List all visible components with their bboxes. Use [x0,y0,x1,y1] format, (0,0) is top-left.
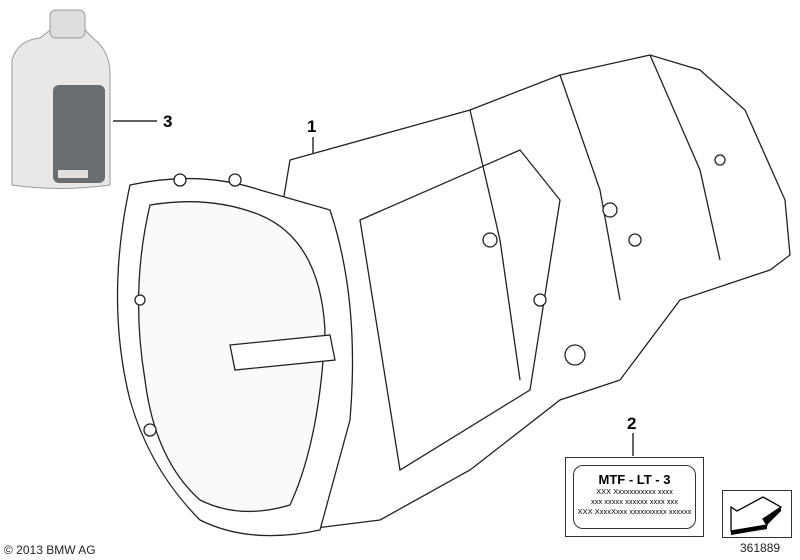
diagram-number: 361889 [740,541,781,555]
transmission [116,54,791,537]
label-line-2: xxx xxxxx xxxxxx xxxx xxx [590,497,679,506]
arrow-back-button[interactable] [722,490,792,538]
oil-bottle [11,9,111,189]
fluid-label-sticker: MTF - LT - 3 XXX Xxxxxxxxxxx xxxx xxx xx… [565,457,704,537]
label-line-3: XXX XxxxXxxx xxxxxxxxxx xxxxxx [577,507,692,516]
label-line-1: XXX Xxxxxxxxxxx xxxx [596,487,673,496]
label-title: MTF - LT - 3 [598,472,671,487]
callout-3[interactable]: 3 [163,112,173,131]
callout-1[interactable]: 1 [307,117,317,136]
copyright: © 2013 BMW AG [4,543,96,557]
callout-2[interactable]: 2 [627,414,637,433]
arrow-back-icon [730,496,783,535]
